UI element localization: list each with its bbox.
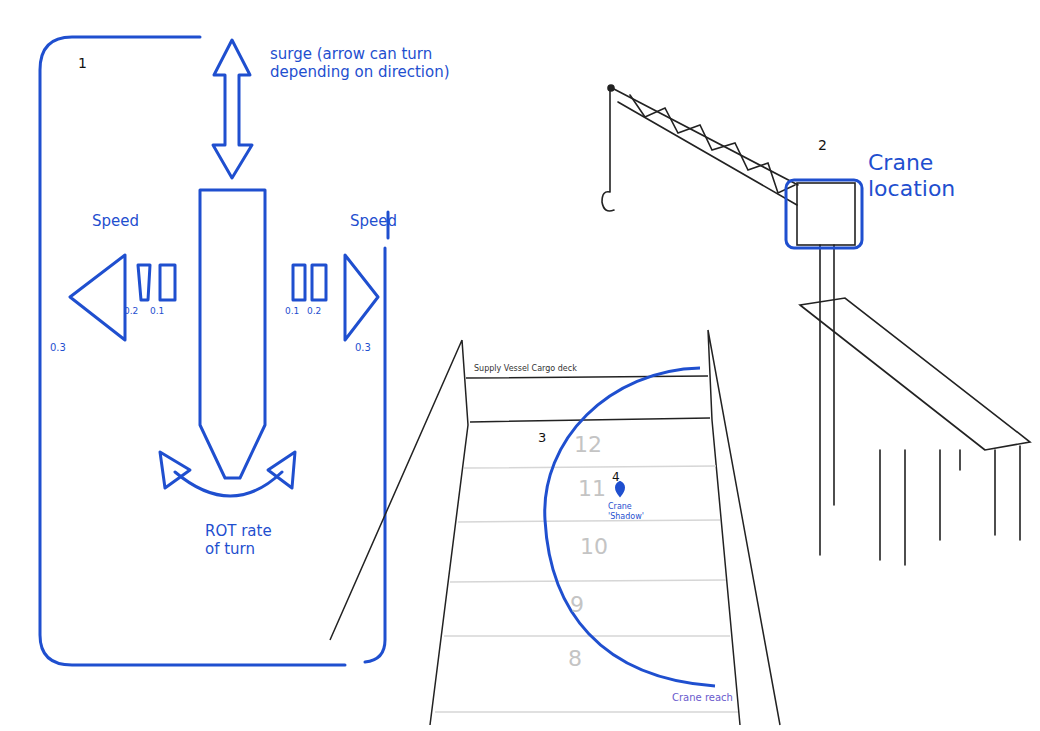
jib-tip bbox=[608, 85, 614, 91]
speed-bar bbox=[160, 265, 175, 300]
speed-arrow bbox=[70, 255, 125, 340]
panel-outline bbox=[40, 37, 345, 665]
rot-arrowhead bbox=[160, 452, 190, 488]
crane-location-marker bbox=[786, 180, 862, 248]
crane-mast bbox=[820, 245, 834, 555]
panel-outline bbox=[365, 212, 388, 662]
surge-arrow bbox=[213, 40, 252, 178]
speed-bar bbox=[293, 265, 305, 300]
rot-arrowhead bbox=[268, 452, 295, 488]
crane-location-label: Crane location bbox=[868, 150, 988, 203]
crane-shadow-label: Crane 'Shadow' bbox=[608, 502, 656, 521]
crane-hook bbox=[602, 88, 614, 211]
deck-row-number: 10 bbox=[580, 534, 608, 560]
deck-row-number: 11 bbox=[578, 476, 606, 502]
surge-note: surge (arrow can turn depending on direc… bbox=[270, 45, 475, 81]
crane-truss bbox=[630, 95, 795, 193]
crane-reach-label: Crane reach bbox=[672, 692, 733, 704]
speed-bar bbox=[138, 265, 150, 300]
callout-number: 4 bbox=[612, 470, 620, 484]
deck-row-number: 9 bbox=[570, 592, 584, 618]
crane-reach-curve bbox=[545, 368, 715, 686]
speed-value: 0.1 bbox=[285, 306, 299, 317]
callout-number: 2 bbox=[818, 137, 827, 154]
deck-row-number: 8 bbox=[568, 646, 582, 672]
callout-number: 3 bbox=[538, 430, 546, 446]
speed-label: Speed bbox=[92, 212, 139, 230]
deck-right-wall bbox=[708, 330, 780, 725]
rot-label: ROT rate of turn bbox=[205, 522, 275, 558]
callout-number: 1 bbox=[78, 55, 87, 72]
crane-shadow-dot bbox=[616, 482, 624, 496]
ship-outline bbox=[200, 190, 265, 478]
speed-value: 0.1 bbox=[150, 306, 164, 317]
speed-arrow bbox=[345, 255, 378, 340]
speed-bar bbox=[312, 265, 326, 300]
crane-jib bbox=[612, 88, 798, 205]
speed-value: 0.2 bbox=[307, 306, 321, 317]
shed-legs bbox=[880, 446, 1020, 565]
deck-title: Supply Vessel Cargo deck bbox=[474, 364, 577, 374]
speed-value: 0.2 bbox=[124, 306, 138, 317]
deck-row-line bbox=[435, 466, 738, 712]
rot-arrow bbox=[175, 472, 282, 496]
speed-value: 0.3 bbox=[50, 342, 66, 354]
shed-roof bbox=[800, 298, 1030, 450]
deck-row-number: 12 bbox=[574, 432, 602, 458]
speed-label: Speed bbox=[350, 212, 397, 230]
crane-cab bbox=[797, 183, 855, 245]
speed-value: 0.3 bbox=[355, 342, 371, 354]
deck-left-wall bbox=[330, 340, 468, 725]
